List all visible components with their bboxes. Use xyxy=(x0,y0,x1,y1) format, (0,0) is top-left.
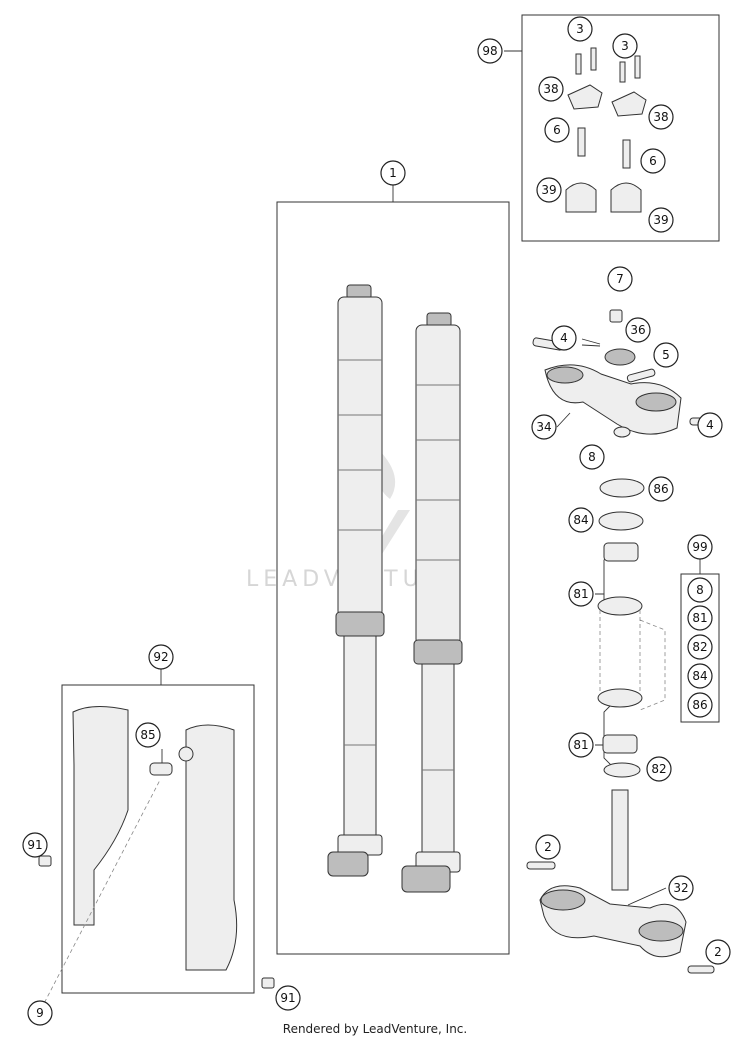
svg-text:3: 3 xyxy=(621,39,629,53)
svg-text:7: 7 xyxy=(616,272,624,286)
svg-text:32: 32 xyxy=(673,881,688,895)
callout-91-left: 91 xyxy=(22,832,48,858)
callout-3-left: 3 xyxy=(567,16,593,42)
callout-5: 5 xyxy=(653,342,679,368)
svg-text:82: 82 xyxy=(692,640,707,654)
callout-9: 9 xyxy=(27,1000,53,1026)
callout-84: 84 xyxy=(568,507,594,533)
callout-1: 1 xyxy=(380,160,406,186)
svg-text:82: 82 xyxy=(651,762,666,776)
frame-fork-guards xyxy=(61,684,255,994)
svg-text:8: 8 xyxy=(588,450,596,464)
callout-34: 34 xyxy=(531,414,557,440)
svg-text:81: 81 xyxy=(573,738,588,752)
callout-kit-86: 86 xyxy=(687,692,713,718)
bolt-kit-parts xyxy=(565,47,647,213)
callout-4-bottom: 4 xyxy=(697,412,723,438)
callout-38-right: 38 xyxy=(648,104,674,130)
callout-8: 8 xyxy=(579,444,605,470)
callout-4-top: 4 xyxy=(551,325,577,351)
svg-text:8: 8 xyxy=(696,583,704,597)
svg-text:85: 85 xyxy=(140,728,155,742)
svg-text:3: 3 xyxy=(576,22,584,36)
svg-text:86: 86 xyxy=(692,698,707,712)
svg-text:1: 1 xyxy=(389,166,397,180)
fork-left xyxy=(327,284,385,877)
callout-98: 98 xyxy=(477,38,503,64)
svg-text:39: 39 xyxy=(541,183,556,197)
svg-text:38: 38 xyxy=(653,110,668,124)
svg-text:2: 2 xyxy=(714,945,722,959)
callout-81-bottom: 81 xyxy=(568,732,594,758)
callout-99: 99 xyxy=(687,534,713,560)
callout-kit-82: 82 xyxy=(687,634,713,660)
callout-36: 36 xyxy=(625,317,651,343)
fork-right xyxy=(401,312,463,893)
svg-text:4: 4 xyxy=(560,331,568,345)
callout-91-right: 91 xyxy=(275,985,301,1011)
steering-bearings xyxy=(597,426,666,778)
callout-39-right: 39 xyxy=(648,207,674,233)
footer-credit: Rendered by LeadVenture, Inc. xyxy=(282,1022,468,1036)
callout-kit-8: 8 xyxy=(687,577,713,603)
callout-7: 7 xyxy=(607,266,633,292)
callout-38-left: 38 xyxy=(538,76,564,102)
svg-text:92: 92 xyxy=(153,650,168,664)
callout-39-left: 39 xyxy=(536,177,562,203)
frame-bolt-kit xyxy=(521,14,720,242)
callout-32: 32 xyxy=(668,875,694,901)
svg-text:91: 91 xyxy=(280,991,295,1005)
callout-kit-84: 84 xyxy=(687,663,713,689)
callout-6-right: 6 xyxy=(640,148,666,174)
svg-text:91: 91 xyxy=(27,838,42,852)
svg-text:34: 34 xyxy=(536,420,551,434)
svg-text:36: 36 xyxy=(630,323,645,337)
svg-text:81: 81 xyxy=(573,587,588,601)
svg-text:84: 84 xyxy=(573,513,588,527)
svg-text:99: 99 xyxy=(692,540,707,554)
callout-82: 82 xyxy=(646,756,672,782)
callout-2-top: 2 xyxy=(535,834,561,860)
svg-text:2: 2 xyxy=(544,840,552,854)
svg-text:6: 6 xyxy=(649,154,657,168)
svg-text:81: 81 xyxy=(692,611,707,625)
callout-6-left: 6 xyxy=(544,117,570,143)
svg-text:4: 4 xyxy=(706,418,714,432)
svg-text:6: 6 xyxy=(553,123,561,137)
svg-text:39: 39 xyxy=(653,213,668,227)
callout-92: 92 xyxy=(148,644,174,670)
callout-86: 86 xyxy=(648,476,674,502)
svg-text:86: 86 xyxy=(653,482,668,496)
callout-3-right: 3 xyxy=(612,33,638,59)
svg-text:38: 38 xyxy=(543,82,558,96)
lower-triple-clamp xyxy=(526,789,715,974)
fork-guards xyxy=(37,706,275,1016)
leader-lines xyxy=(160,50,701,906)
svg-text:98: 98 xyxy=(482,44,497,58)
svg-text:5: 5 xyxy=(662,348,670,362)
callout-85: 85 xyxy=(135,722,161,748)
svg-text:84: 84 xyxy=(692,669,707,683)
svg-text:9: 9 xyxy=(36,1006,44,1020)
callout-kit-81: 81 xyxy=(687,605,713,631)
callout-2-bottom: 2 xyxy=(705,939,731,965)
callout-81-top: 81 xyxy=(568,581,594,607)
